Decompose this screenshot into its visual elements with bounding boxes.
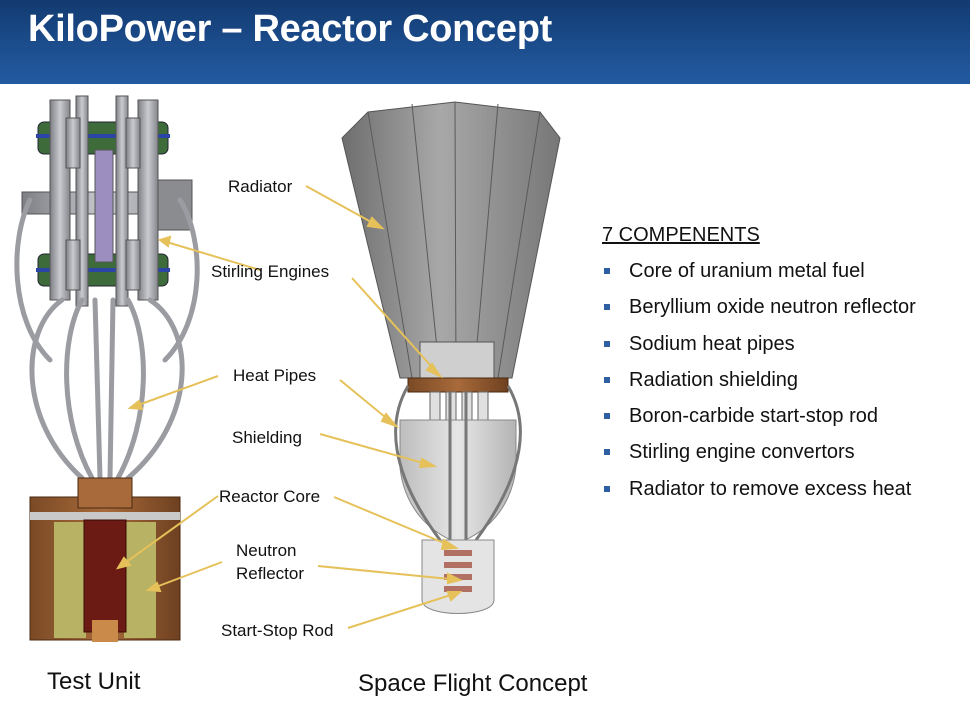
callout-reactor-core: Reactor Core [219, 487, 321, 506]
list-item: Radiation shielding [602, 362, 970, 398]
list-item: Beryllium oxide neutron reflector [602, 289, 970, 325]
list-item-label: Radiator to remove excess heat [629, 477, 912, 500]
bullet-icon [604, 268, 610, 274]
bullet-icon [604, 340, 610, 347]
callout-start-stop-rod: Start-Stop Rod [221, 621, 334, 640]
callout-neutron-reflector-line2: Reflector [236, 564, 305, 583]
test-unit-illustration [14, 95, 200, 642]
components-heading: 7 COMPENENTS [602, 224, 760, 246]
bullet-icon [604, 304, 610, 311]
callout-shielding: Shielding [232, 428, 302, 447]
callout-neutron-reflector-line1: Neutron [236, 541, 297, 560]
list-item: Sodium heat pipes [602, 326, 970, 362]
leader-lines [115, 185, 463, 629]
caption-space-flight-concept: Space Flight Concept [358, 670, 588, 697]
components-list: Core of uranium metal fuel Beryllium oxi… [602, 253, 970, 507]
space-flight-illustration [341, 101, 561, 614]
list-item-label: Core of uranium metal fuel [629, 260, 865, 282]
list-item: Stirling engine convertors [602, 434, 970, 470]
bullet-icon [604, 449, 610, 456]
list-item: Radiator to remove excess heat [602, 471, 970, 507]
bullet-icon [604, 485, 610, 492]
list-item: Boron-carbide start-stop rod [602, 398, 970, 434]
caption-test-unit: Test Unit [47, 668, 141, 695]
list-item-label: Beryllium oxide neutron reflector [629, 296, 916, 319]
list-item-label: Sodium heat pipes [629, 332, 795, 355]
list-item-label: Radiation shielding [629, 368, 799, 391]
bullet-icon [604, 413, 610, 420]
bullet-icon [604, 376, 610, 383]
list-item: Core of uranium metal fuel [602, 253, 970, 289]
callout-heat-pipes: Heat Pipes [233, 366, 317, 385]
list-item-label: Stirling engine convertors [629, 441, 855, 464]
list-item-label: Boron-carbide start-stop rod [629, 405, 879, 428]
components-panel: 7 COMPENENTS Core of uranium metal fuel … [602, 224, 970, 507]
callout-stirling-engines: Stirling Engines [211, 262, 330, 281]
page-title: KiloPower – Reactor Concept [28, 8, 553, 50]
title-bar: KiloPower – Reactor Concept [0, 0, 970, 84]
callout-radiator: Radiator [228, 177, 293, 196]
